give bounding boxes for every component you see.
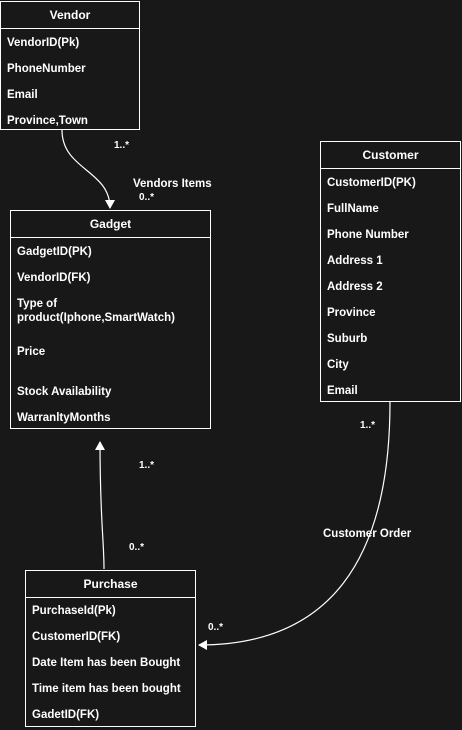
customer-attr-id: CustomerID(PK) — [327, 177, 416, 189]
customer-purchase-source-mult: 1..* — [360, 420, 376, 431]
gadget-attr-type: Type of product(Iphone,SmartWatch) — [17, 298, 176, 324]
purchase-attr-customer-id: CustomerID(FK) — [32, 631, 121, 643]
purchase-gadget-connector — [95, 441, 106, 570]
vendor-gadget-source-mult: 1..* — [114, 140, 130, 151]
gadget-attr-warranty: WarranltyMonths — [17, 412, 111, 424]
customer-purchase-target-mult: 0..* — [208, 622, 224, 633]
vendor-gadget-label: Vendors Items — [133, 178, 212, 190]
gadget-attr-stock: Stock Availability — [17, 386, 112, 398]
purchase-gadget-source-mult: 0..* — [129, 542, 145, 553]
gadget-attr-id: GadgetID(PK) — [17, 246, 92, 258]
purchase-attr-date: Date Item has been Bought — [32, 657, 181, 669]
customer-purchase-connector — [198, 401, 391, 650]
customer-attr-address1: Address 1 — [327, 255, 383, 267]
vendor-attr-id: VendorID(Pk) — [7, 37, 80, 49]
gadget-entity[interactable]: Gadget GadgetID(PK) VendorID(FK) Type of… — [10, 210, 211, 429]
vendor-attr-province: Province,Town — [7, 115, 88, 127]
customer-attr-city: City — [327, 359, 349, 371]
vendor-attr-phone: PhoneNumber — [7, 63, 86, 75]
vendor-gadget-connector — [61, 129, 115, 209]
vendor-entity[interactable]: Vendor VendorID(Pk) PhoneNumber Email Pr… — [0, 1, 140, 130]
customer-attr-suburb: Suburb — [327, 333, 368, 345]
customer-entity[interactable]: Customer CustomerID(PK) FullName Phone N… — [320, 141, 461, 402]
gadget-title: Gadget — [11, 211, 210, 238]
customer-attr-province: Province — [327, 307, 376, 319]
vendor-title: Vendor — [1, 2, 139, 29]
customer-attr-fullname: FullName — [327, 203, 379, 215]
vendor-gadget-target-mult: 0..* — [139, 192, 155, 203]
purchase-attr-gadget-id: GadetID(FK) — [32, 709, 100, 721]
purchase-entity[interactable]: Purchase PurchaseId(Pk) CustomerID(FK) D… — [25, 570, 196, 727]
customer-title: Customer — [321, 142, 460, 169]
gadget-attr-price: Price — [17, 346, 46, 358]
customer-attr-phone: Phone Number — [327, 229, 409, 241]
gadget-attr-vendor-id: VendorID(FK) — [17, 272, 91, 284]
customer-attr-address2: Address 2 — [327, 281, 383, 293]
purchase-title: Purchase — [26, 571, 195, 598]
purchase-attr-time: Time item has been bought — [32, 683, 181, 695]
vendor-attr-email: Email — [7, 89, 38, 101]
purchase-attr-id: PurchaseId(Pk) — [32, 605, 116, 617]
customer-purchase-label: Customer Order — [323, 528, 412, 540]
purchase-gadget-target-mult: 1..* — [139, 460, 155, 471]
customer-attr-email: Email — [327, 385, 358, 397]
